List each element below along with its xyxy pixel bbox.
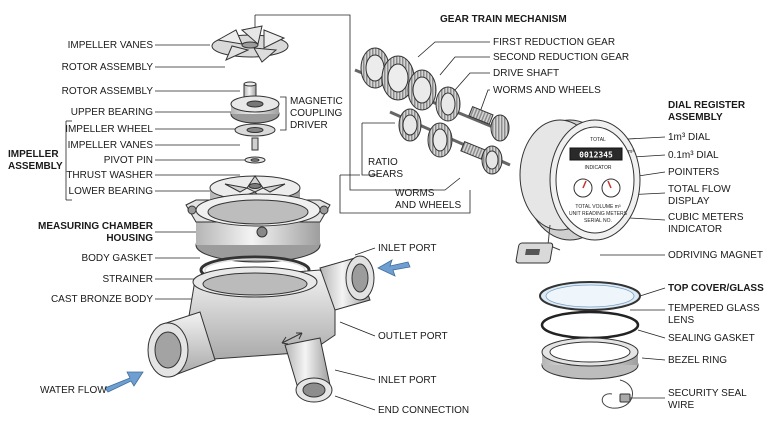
dial-serial: SERIAL NO. bbox=[584, 218, 612, 224]
label-ratio-gears-1: RATIO bbox=[368, 157, 398, 168]
body-port-labels: INLET PORT OUTLET PORT INLET PORT END CO… bbox=[378, 243, 469, 416]
label-measuring-chamber-1: MEASURING CHAMBER bbox=[38, 221, 154, 232]
cast-bronze-body bbox=[147, 255, 375, 403]
label-total-flow-2: DISPLAY bbox=[668, 196, 710, 207]
label-body-gasket: BODY GASKET bbox=[81, 253, 153, 264]
label-sealing-gasket: SEALING GASKET bbox=[668, 333, 755, 344]
label-pointers: POINTERS bbox=[668, 167, 719, 178]
label-inlet-port-bottom: INLET PORT bbox=[378, 375, 437, 386]
label-driving-magnet: ODRIVING MAGNET bbox=[668, 250, 763, 261]
label-drive-shaft: DRIVE SHAFT bbox=[493, 68, 559, 79]
label-outlet-port: OUTLET PORT bbox=[378, 331, 448, 342]
label-cubic-meters-2: INDICATOR bbox=[668, 224, 722, 235]
label-dial-register-1: DIAL REGISTER bbox=[668, 100, 746, 111]
gear-train bbox=[354, 47, 511, 175]
label-inlet-port-top: INLET PORT bbox=[378, 243, 437, 254]
dial-indicator-label: INDICATOR bbox=[584, 165, 611, 171]
dial-total-label: TOTAL bbox=[590, 137, 606, 143]
label-impeller-vanes-top: IMPELLER VANES bbox=[68, 40, 154, 51]
sealing-gasket bbox=[540, 310, 640, 340]
water-flow-arrow bbox=[104, 371, 144, 393]
label-impeller-assembly-2: ASSEMBLY bbox=[8, 161, 63, 172]
label-dial-1m3: 1m³ DIAL bbox=[668, 132, 711, 143]
label-magnetic-coupling-2: COUPLING bbox=[290, 108, 342, 119]
label-impeller-assembly-1: IMPELLER bbox=[8, 149, 59, 160]
leader-lines bbox=[65, 14, 666, 411]
label-end-connection: END CONNECTION bbox=[378, 405, 469, 416]
label-security-seal-1: SECURITY SEAL bbox=[668, 388, 747, 399]
label-pivot-pin: PIVOT PIN bbox=[104, 155, 153, 166]
label-measuring-chamber-2: HOUSING bbox=[106, 233, 153, 244]
dial-register: TOTAL 0012345 m³ INDICATOR TOTAL VOLUME … bbox=[519, 119, 641, 251]
label-tempered-glass-1: TEMPERED GLASS bbox=[668, 303, 760, 314]
label-magnetic-coupling-1: MAGNETIC bbox=[290, 96, 343, 107]
label-worms-wheels-bottom-2: AND WHEELS bbox=[395, 200, 461, 211]
label-bezel-ring: BEZEL RING bbox=[668, 355, 727, 366]
driving-magnet bbox=[515, 242, 554, 264]
left-labels: IMPELLER VANES ROTOR ASSEMBLY ROTOR ASSE… bbox=[8, 40, 343, 396]
label-top-cover: TOP COVER/GLASS bbox=[668, 283, 764, 294]
gear-train-labels: GEAR TRAIN MECHANISM FIRST REDUCTION GEA… bbox=[368, 14, 629, 211]
label-tempered-glass-2: LENS bbox=[668, 315, 694, 326]
odometer-digits: 0012345 bbox=[579, 151, 613, 160]
label-lower-bearing: LOWER BEARING bbox=[69, 186, 154, 197]
bezel-ring bbox=[541, 337, 639, 380]
label-security-seal-2: WIRE bbox=[668, 400, 694, 411]
label-water-flow: WATER FLOW bbox=[40, 385, 107, 396]
label-strainer: STRAINER bbox=[102, 274, 153, 285]
odometer-window bbox=[569, 147, 623, 161]
label-worms-wheels-top: WORMS AND WHEELS bbox=[493, 85, 601, 96]
label-rotor-assembly-1: ROTOR ASSEMBLY bbox=[62, 62, 154, 73]
dial-volume-label: TOTAL VOLUME m³ bbox=[575, 204, 621, 210]
label-dial-register-2: ASSEMBLY bbox=[668, 112, 723, 123]
security-seal-wire bbox=[601, 379, 633, 409]
label-impeller-vanes-mid: IMPELLER VANES bbox=[68, 140, 154, 151]
label-cast-bronze-body: CAST BRONZE BODY bbox=[51, 294, 153, 305]
label-first-reduction-gear: FIRST REDUCTION GEAR bbox=[493, 37, 615, 48]
rotor-assembly-bearing bbox=[230, 81, 280, 164]
top-cover-glass bbox=[539, 281, 641, 311]
impeller-vanes-rotor bbox=[211, 25, 289, 63]
label-dial-01m3: 0.1m³ DIAL bbox=[668, 150, 719, 161]
odometer-unit: m³ bbox=[628, 149, 634, 155]
label-impeller-wheel: IMPELLER WHEEL bbox=[65, 124, 153, 135]
label-worms-wheels-bottom-1: WORMS bbox=[395, 188, 435, 199]
label-gear-train-title: GEAR TRAIN MECHANISM bbox=[440, 14, 567, 25]
label-rotor-assembly-2: ROTOR ASSEMBLY bbox=[62, 86, 154, 97]
label-upper-bearing: UPPER BEARING bbox=[71, 107, 153, 118]
label-second-reduction-gear: SECOND REDUCTION GEAR bbox=[493, 52, 629, 63]
inlet-flow-arrow bbox=[377, 259, 411, 277]
label-total-flow-1: TOTAL FLOW bbox=[668, 184, 731, 195]
label-ratio-gears-2: GEARS bbox=[368, 169, 403, 180]
measuring-chamber-housing bbox=[185, 193, 331, 263]
label-cubic-meters-1: CUBIC METERS bbox=[668, 212, 744, 223]
dial-unit-reading: UNIT READING METERS bbox=[569, 211, 628, 217]
register-labels: DIAL REGISTER ASSEMBLY 1m³ DIAL 0.1m³ DI… bbox=[668, 100, 764, 411]
label-thrust-washer: THRUST WASHER bbox=[66, 170, 153, 181]
label-magnetic-coupling-3: DRIVER bbox=[290, 120, 328, 131]
